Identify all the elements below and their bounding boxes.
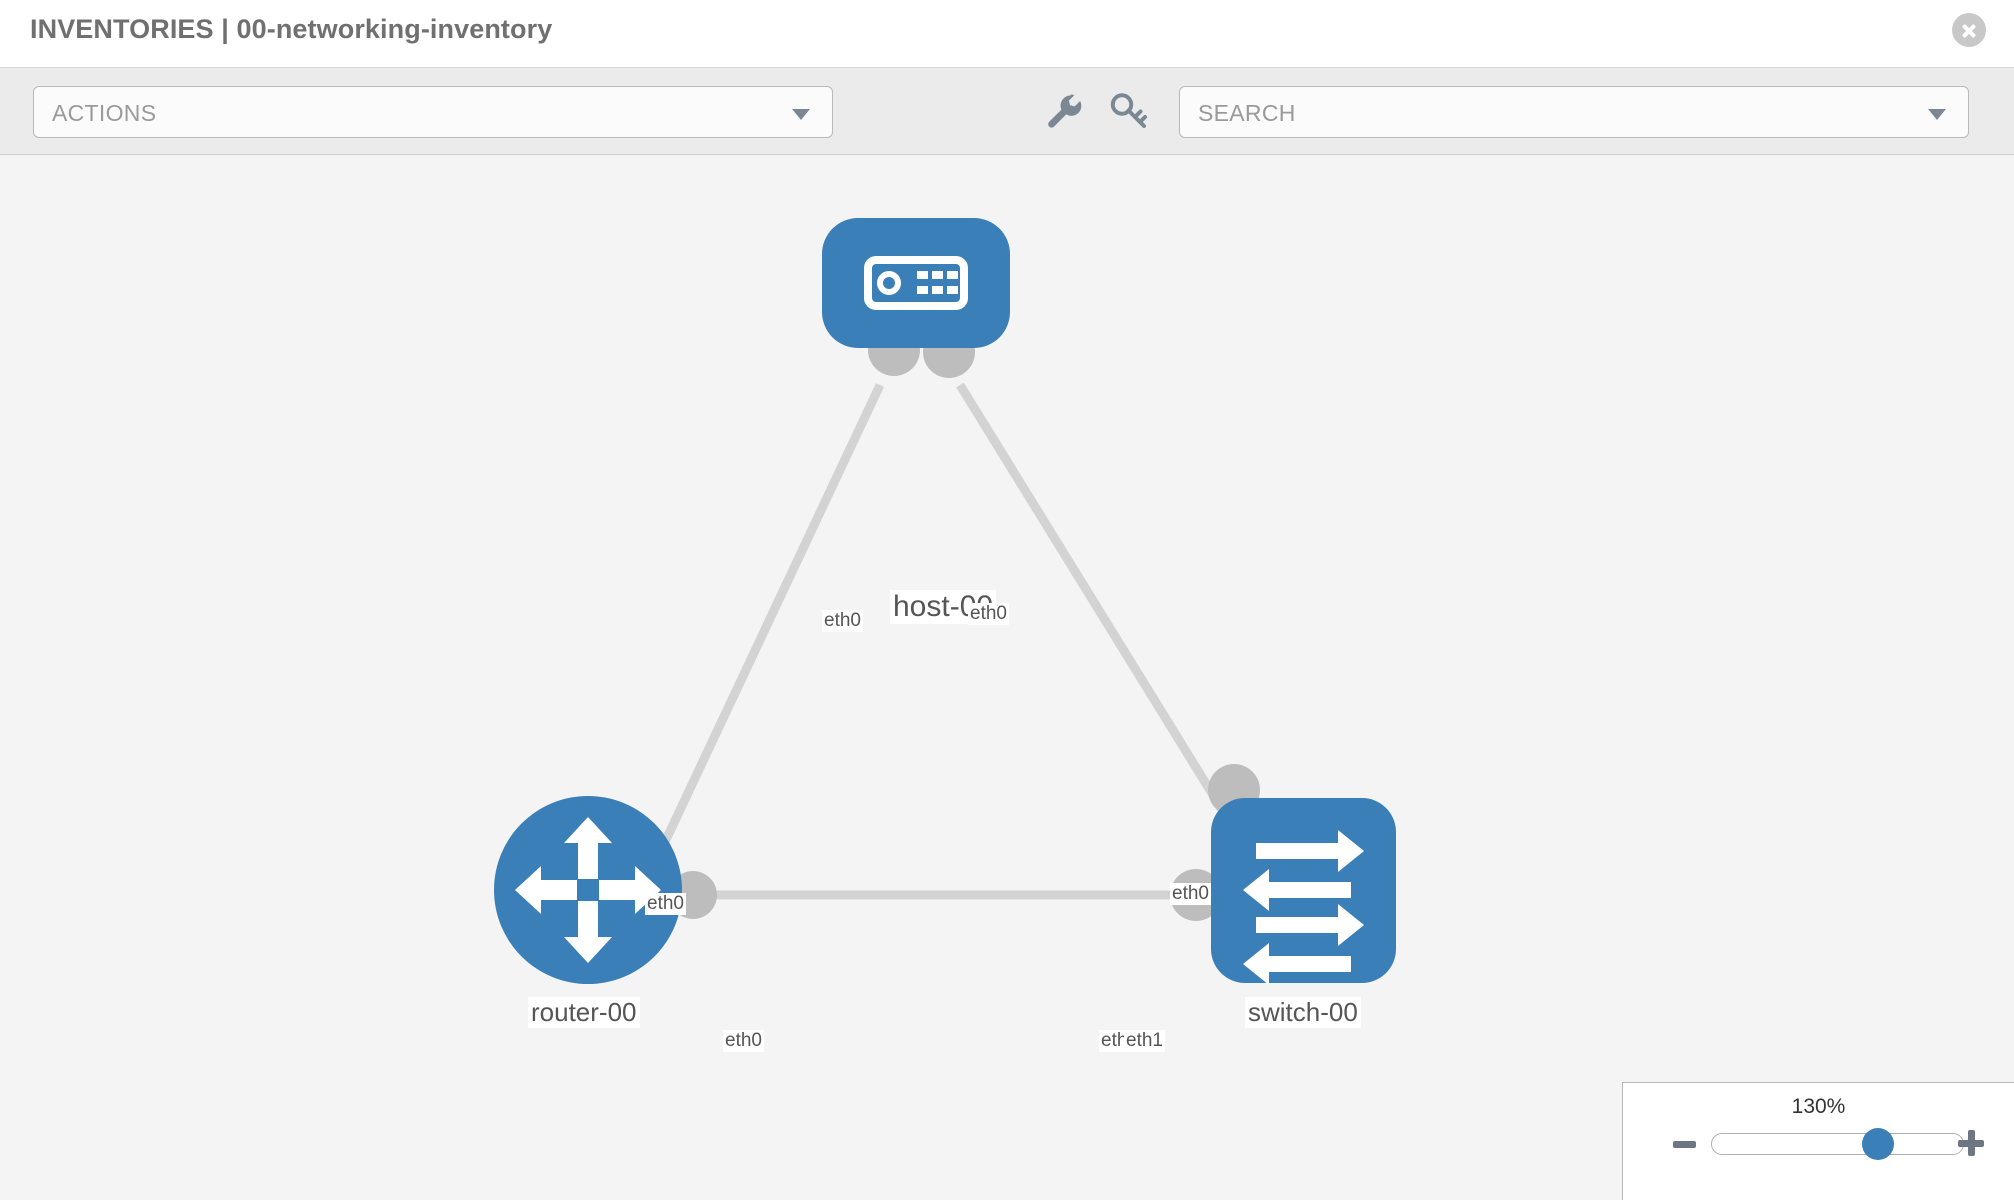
iface-label-switch-up: eth0 (1170, 883, 1211, 905)
search-input-value: SEARCH (1198, 100, 1296, 126)
chevron-down-icon (1928, 109, 1946, 120)
actions-dropdown[interactable]: ACTIONS (33, 86, 833, 138)
zoom-level-label: 130% (1791, 1095, 1846, 1118)
wrench-icon[interactable] (1041, 90, 1083, 132)
iface-label-host-right: eth0 (968, 603, 1009, 625)
close-icon[interactable] (1952, 13, 1986, 47)
link-router-host[interactable] (635, 383, 885, 897)
page-title: INVENTORIES | 00-networking-inventory (30, 14, 553, 44)
node-router-00[interactable] (494, 796, 682, 984)
toolbar: ACTIONS SEARCH (0, 68, 2014, 155)
node-label-router-00: router-00 (528, 997, 640, 1028)
zoom-control-panel: 130% (1622, 1082, 2014, 1200)
topology-canvas[interactable]: host-00 router-00 switch-00 eth0 eth0 et… (0, 155, 2014, 1200)
chevron-down-icon (792, 109, 810, 120)
zoom-slider-thumb[interactable] (1862, 1128, 1894, 1160)
search-input[interactable]: SEARCH (1179, 86, 1969, 138)
node-label-switch-00: switch-00 (1245, 997, 1361, 1028)
node-switch-00[interactable] (1211, 798, 1396, 985)
iface-label-router-right: eth0 (723, 1030, 764, 1052)
actions-dropdown-label: ACTIONS (52, 100, 157, 126)
minus-icon[interactable] (1673, 1141, 1696, 1148)
zoom-slider-track[interactable] (1711, 1133, 1964, 1155)
key-icon[interactable] (1108, 90, 1150, 132)
switch-arrows-icon (1243, 830, 1364, 985)
iface-label-host-left: eth0 (822, 610, 863, 632)
server-icon (864, 256, 968, 310)
plus-icon[interactable] (1958, 1130, 1984, 1156)
topology-graph (494, 218, 1396, 985)
iface-label-switch-left-eth1: eth1 (1124, 1030, 1165, 1052)
node-host-00[interactable] (822, 218, 1010, 348)
page-header: INVENTORIES | 00-networking-inventory (0, 0, 2014, 68)
iface-label-router-up: eth0 (645, 893, 686, 915)
link-host-switch[interactable] (956, 382, 1254, 858)
topology-links (635, 382, 1254, 900)
